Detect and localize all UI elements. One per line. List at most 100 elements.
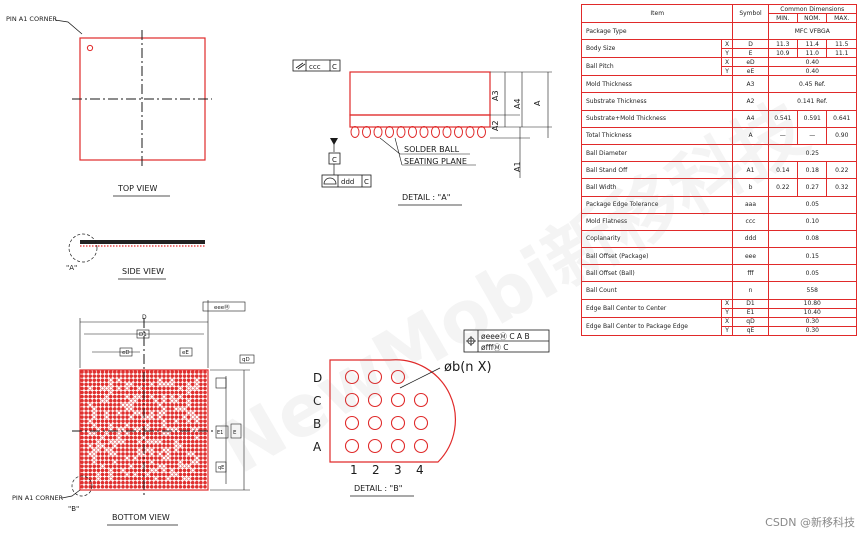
ball	[92, 407, 97, 411]
ball	[186, 411, 191, 415]
ball	[112, 386, 117, 391]
ball	[84, 443, 88, 448]
ball	[145, 390, 150, 395]
ball	[153, 394, 158, 399]
ball	[178, 419, 183, 424]
max-cell: 0.22	[826, 161, 857, 180]
ball	[186, 431, 191, 436]
nom-cell: —	[797, 126, 828, 145]
ball	[137, 480, 142, 485]
ball	[162, 423, 166, 428]
detail-b-circle	[71, 475, 93, 497]
ball	[182, 411, 187, 415]
item-cell: Ball Pitch	[581, 57, 722, 77]
col-3: 3	[394, 463, 402, 477]
ball	[117, 460, 121, 465]
ball	[186, 452, 191, 456]
ball	[162, 415, 166, 419]
ball	[170, 370, 175, 374]
ball	[178, 480, 183, 485]
ball	[186, 390, 191, 395]
ball	[178, 415, 183, 419]
ball	[112, 419, 117, 424]
symbol-cell: eD	[732, 57, 769, 68]
ball	[199, 386, 203, 391]
ball	[203, 472, 207, 477]
ball	[80, 378, 84, 383]
ball	[203, 390, 207, 395]
ball	[112, 374, 117, 378]
ball	[92, 402, 97, 407]
ball	[194, 382, 199, 387]
ball	[149, 398, 154, 403]
ball	[129, 394, 134, 399]
ball	[137, 452, 142, 456]
ball	[80, 452, 84, 456]
ball	[88, 435, 93, 440]
ball	[158, 382, 162, 387]
ball	[92, 456, 97, 460]
ball	[170, 464, 175, 469]
pin-a1-marker	[86, 44, 94, 52]
ball	[84, 394, 88, 399]
ball	[162, 394, 166, 399]
ball	[199, 431, 203, 436]
ball	[190, 386, 195, 391]
ball	[162, 390, 166, 395]
ball	[174, 402, 179, 407]
dim-a2: A2	[491, 120, 500, 131]
symbol-cell: A1	[732, 161, 769, 180]
ball	[194, 419, 199, 424]
ball	[92, 435, 97, 440]
ball	[108, 402, 113, 407]
ball	[199, 443, 203, 448]
detail-b-outline	[329, 359, 456, 463]
ball	[117, 439, 121, 444]
ball	[203, 378, 207, 383]
ball	[141, 476, 146, 481]
ball	[174, 386, 179, 391]
detail-ball	[390, 415, 406, 431]
ball	[129, 472, 134, 477]
symbol-cell: b	[732, 178, 769, 197]
ball	[108, 476, 113, 481]
ball	[174, 370, 179, 374]
ball	[141, 435, 146, 440]
ball	[166, 452, 170, 456]
ball	[80, 407, 84, 411]
ball	[129, 382, 134, 387]
item-cell: Edge Ball Center to Package Edge	[581, 316, 722, 336]
ball	[145, 435, 150, 440]
ball	[137, 468, 142, 473]
ball	[149, 419, 154, 424]
ball	[129, 419, 134, 424]
ball	[92, 382, 97, 387]
ball	[100, 427, 105, 432]
ball	[190, 374, 195, 378]
ball	[88, 472, 93, 477]
ball	[80, 472, 84, 477]
ball	[166, 370, 170, 374]
ball	[129, 370, 134, 374]
dim-d1: D1	[139, 332, 147, 338]
ball	[137, 398, 142, 403]
pin-a1-label-bottom: PIN A1 CORNER	[12, 494, 64, 502]
ball	[190, 456, 195, 460]
ball	[129, 407, 134, 411]
ball	[145, 472, 150, 477]
ball	[92, 468, 97, 473]
ball	[112, 476, 117, 481]
item-cell: Edge Ball Center to Center	[581, 298, 722, 318]
ball	[92, 480, 97, 485]
ball	[121, 480, 125, 485]
item-cell: Ball Count	[580, 281, 734, 300]
ball	[100, 480, 105, 485]
ball	[190, 419, 195, 424]
ball	[121, 398, 125, 403]
ball	[121, 390, 125, 395]
ball	[129, 460, 134, 465]
ball	[104, 435, 109, 440]
ball	[121, 484, 125, 489]
ball	[162, 398, 166, 403]
